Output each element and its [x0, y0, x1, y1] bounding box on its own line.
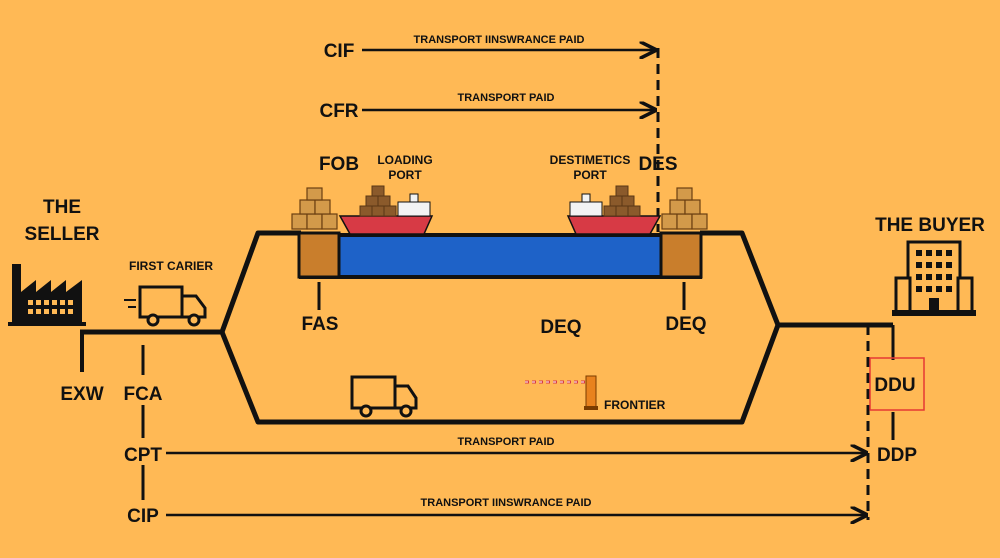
buyer-label: THE BUYER [875, 215, 985, 236]
ship-icon-destination [566, 185, 662, 235]
upper-route-line [80, 230, 301, 335]
seller-label-line1: THE [43, 197, 81, 218]
ship-icon-loading [338, 185, 434, 235]
cargo-boxes-icon-destination [661, 187, 708, 230]
term-ddu: DDU [874, 375, 915, 396]
seller-label-line2: SELLER [25, 224, 100, 245]
ddu-highlight-box [869, 357, 925, 411]
cif-arrow-label: TRANSPORT IINSWRANCE PAID [414, 34, 585, 46]
term-cip: CIP [127, 506, 159, 527]
factory-icon [8, 264, 86, 326]
sea [299, 233, 702, 279]
term-cfr: CFR [319, 101, 358, 122]
loading-port-label-line2: PORT [388, 168, 422, 182]
term-deq-right: DEQ [665, 314, 706, 335]
route-lines [80, 230, 893, 425]
truck-icon-land-route [350, 375, 418, 418]
cip-arrow-label: TRANSPORT IINSWRANCE PAID [421, 497, 592, 509]
loading-port-label-line1: LOADING [377, 153, 432, 167]
truck-icon-first-carrier [124, 285, 207, 327]
term-cif: CIF [324, 41, 355, 62]
upper-route-right [700, 230, 893, 328]
term-cpt: CPT [124, 445, 162, 466]
building-icon [892, 240, 976, 316]
term-exw: EXW [60, 384, 103, 405]
term-deq-mid: DEQ [540, 317, 581, 338]
destination-port-label-line1: DESTIMETICS [550, 153, 631, 167]
cfr-arrow-label: TRANSPORT PAID [458, 92, 555, 104]
loading-dock [297, 231, 341, 279]
cpt-arrow-label: TRANSPORT PAID [458, 436, 555, 448]
first-carrier-label: FIRST CARIER [129, 259, 213, 273]
term-fas: FAS [302, 314, 339, 335]
destination-dock [659, 231, 703, 279]
frontier-label: FRONTIER [604, 398, 666, 412]
term-des: DES [638, 154, 677, 175]
term-ddp: DDP [877, 445, 917, 466]
port-area [297, 231, 703, 279]
cost-arrows [166, 50, 866, 515]
term-fca: FCA [123, 384, 162, 405]
destination-port-label-line2: PORT [573, 168, 607, 182]
term-ticks [141, 48, 895, 520]
term-fob: FOB [319, 154, 359, 175]
cargo-boxes-icon-loading [291, 187, 338, 230]
lower-route-line [219, 324, 781, 425]
barrier-icon [525, 375, 598, 410]
